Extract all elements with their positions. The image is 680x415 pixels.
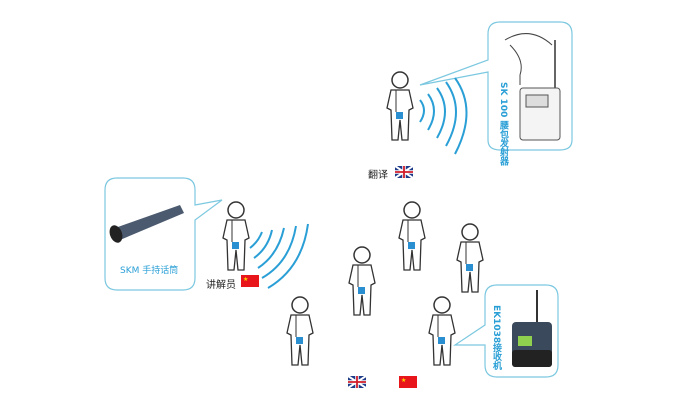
uk-flag-icon [346,374,368,390]
china-flag-icon [399,376,417,388]
translator-figure [386,71,414,141]
handheld-microphone-image [109,205,184,243]
microphone-callout [104,177,223,291]
bodypack-transmitter-image [504,33,561,141]
signal-waves [249,77,468,289]
receiver-label: EK1038接收机 [491,305,501,371]
uk-flag-icon [393,164,415,180]
listener-figure [286,296,314,366]
transmitter-label: SK 100 腰包发射器 [498,82,508,166]
receiver-image [512,290,552,367]
microphone-label: SKM 手持话筒 [120,266,179,276]
guide-label: 讲解员 [206,280,236,291]
listener-figure [348,246,376,316]
china-flag-icon [241,275,259,287]
listener-figure [428,296,456,366]
guide-figure [222,201,250,271]
listener-figure [398,201,426,271]
listener-figure [456,223,484,293]
translator-label: 翻译 [368,170,388,181]
